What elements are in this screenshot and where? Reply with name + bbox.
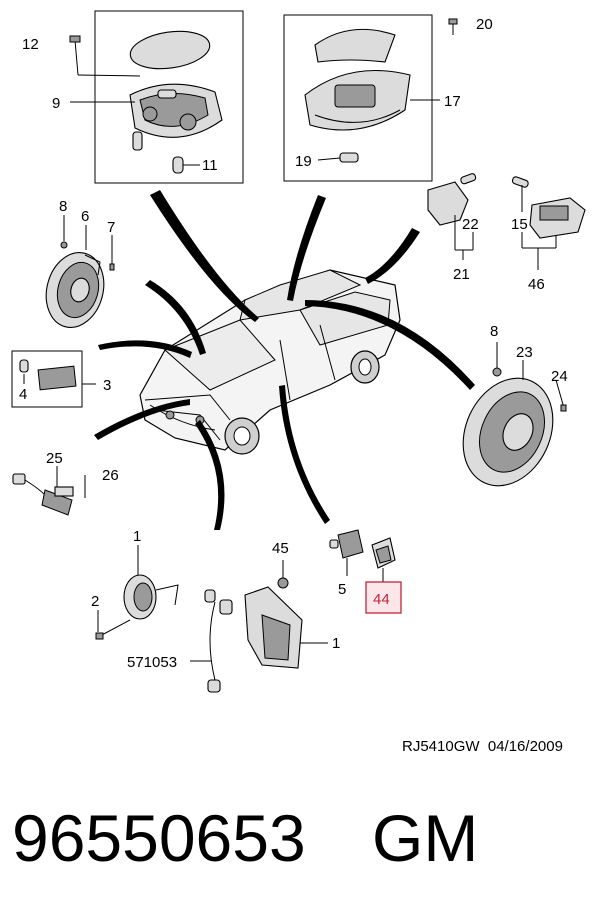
dome-lamp-assembly xyxy=(69,10,244,184)
callout-12: 12 xyxy=(22,36,39,53)
callout-3: 3 xyxy=(103,377,111,394)
callout-6: 6 xyxy=(81,208,89,225)
callout-46: 46 xyxy=(528,276,545,293)
brand-name: GM xyxy=(372,801,479,875)
front-left-speaker xyxy=(45,215,115,328)
callout-1-right: 1 xyxy=(332,635,340,652)
callout-571053: 571053 xyxy=(127,654,177,671)
vanity-lamp xyxy=(11,350,96,408)
callout-7: 7 xyxy=(107,219,115,236)
trunk-lamp xyxy=(511,176,586,270)
wiring-harness-25 xyxy=(12,466,86,516)
callout-17: 17 xyxy=(444,93,461,110)
callout-20: 20 xyxy=(476,16,493,33)
diagram-reference: RJ5410GW 04/16/2009 xyxy=(402,738,563,755)
vehicle-body xyxy=(139,269,401,455)
callout-15: 15 xyxy=(511,216,528,233)
map-lamp-assembly xyxy=(283,14,458,182)
callout-45: 45 xyxy=(272,540,289,557)
callout-25: 25 xyxy=(46,450,63,467)
horn-left xyxy=(95,545,179,640)
lamp-44 xyxy=(371,537,396,582)
callout-11: 11 xyxy=(202,157,218,174)
callout-8-right: 8 xyxy=(490,323,498,340)
highlight-box-44 xyxy=(365,581,402,614)
part-number: 96550653 xyxy=(12,801,306,875)
horn-right xyxy=(190,560,328,693)
callout-5: 5 xyxy=(338,581,346,598)
callout-21: 21 xyxy=(453,266,470,283)
callout-44: 44 xyxy=(373,591,390,608)
rear-speaker xyxy=(462,342,567,487)
callout-9: 9 xyxy=(52,95,60,112)
courtesy-lamp xyxy=(427,173,477,260)
lamp-5 xyxy=(329,529,364,576)
callout-4: 4 xyxy=(19,386,27,403)
callout-26: 26 xyxy=(102,467,119,484)
callout-8-left: 8 xyxy=(59,198,67,215)
callout-24: 24 xyxy=(551,368,568,385)
callout-22: 22 xyxy=(462,216,479,233)
leader-swooshes xyxy=(94,190,475,530)
callout-23: 23 xyxy=(516,344,533,361)
callout-1-left: 1 xyxy=(133,528,141,545)
callout-19: 19 xyxy=(295,153,312,170)
callout-2: 2 xyxy=(91,593,99,610)
